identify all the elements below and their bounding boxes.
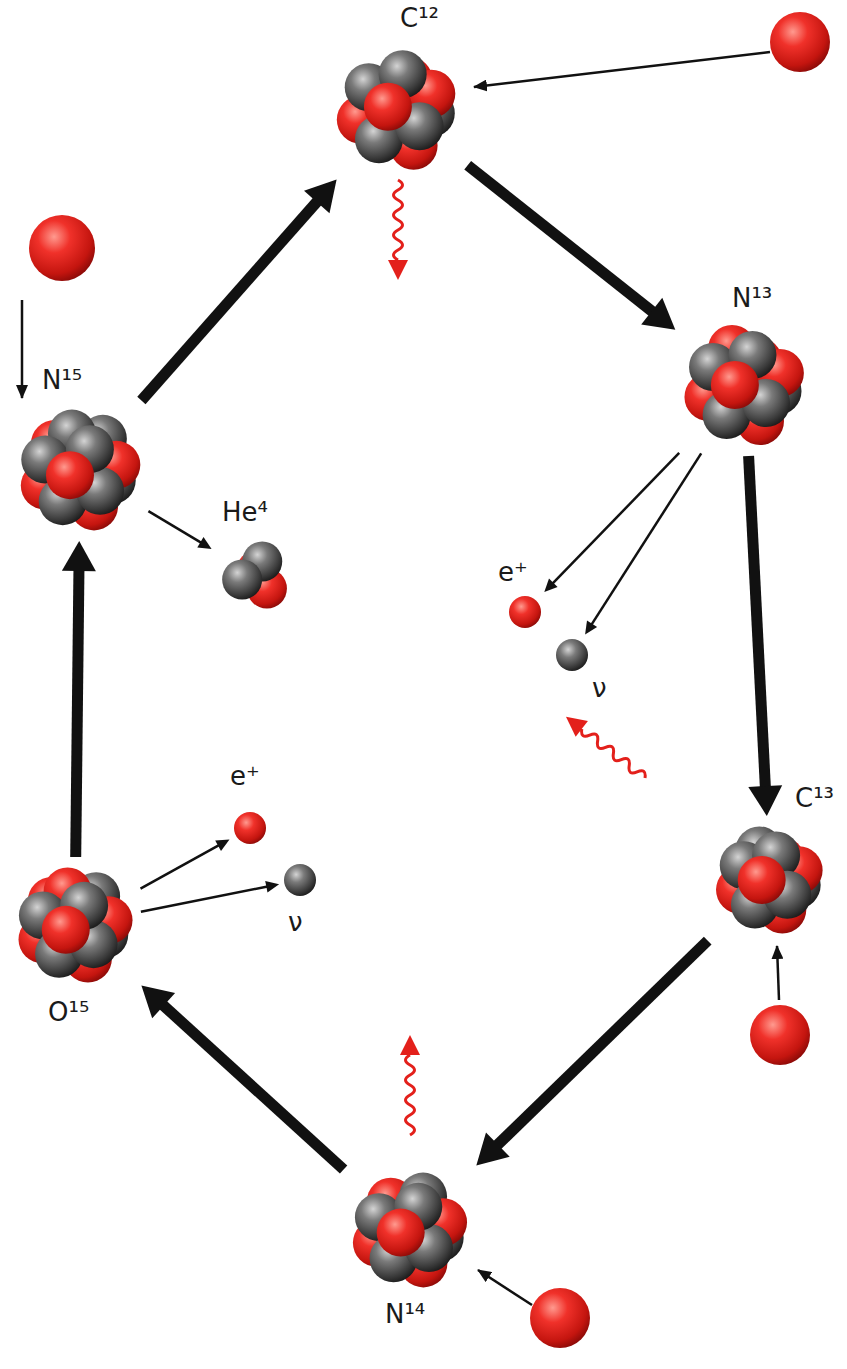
cycle-arrow [476, 941, 707, 1166]
arrow-shaft [159, 1002, 343, 1170]
proton-sphere [377, 1209, 425, 1257]
nucleus-cluster [680, 320, 810, 450]
gamma-ray [388, 180, 408, 280]
arrow-shaft [468, 165, 657, 315]
arrow-head [304, 180, 337, 214]
arrow-head [265, 881, 279, 893]
nucleus-cluster [215, 535, 295, 615]
nucleus-label: He⁴ [222, 498, 268, 527]
particle-ball [283, 863, 317, 897]
nucleus-node: N¹⁵ [15, 405, 145, 535]
emission-arrow [544, 453, 679, 592]
cycle-arrow [62, 541, 96, 857]
particle-ball [508, 595, 542, 629]
particle-sphere [234, 812, 266, 844]
arrow-shaft [76, 565, 79, 857]
particle-ball [233, 811, 267, 845]
cycle-arrow [748, 456, 782, 816]
particle-node: e⁺ [508, 595, 542, 629]
nucleus-cluster [15, 405, 145, 535]
arrow-shaft [494, 941, 708, 1149]
nucleus-label: e⁺ [230, 762, 260, 791]
arrow-head [585, 620, 597, 634]
nucleus-cluster [13, 863, 137, 987]
proton-sphere [364, 83, 412, 131]
arrow-head [215, 839, 229, 851]
nucleus-label: N¹⁵ [42, 366, 82, 395]
proton [750, 1005, 810, 1065]
cycle-arrow [141, 180, 336, 401]
particle-sphere [556, 639, 588, 671]
nucleus-label: O¹⁵ [48, 998, 89, 1027]
nucleus-label: N¹³ [732, 284, 772, 313]
arrow-shaft [141, 198, 320, 401]
nucleus-node: C¹² [333, 45, 463, 175]
particle-node: ν [283, 863, 317, 897]
cycle-arrow [468, 165, 676, 330]
nucleus-node: N¹⁴ [348, 1168, 472, 1292]
proton-sphere [738, 856, 786, 904]
emission-arrow [148, 511, 211, 549]
particle-node: e⁺ [233, 811, 267, 845]
nucleus-label: C¹³ [795, 784, 834, 813]
proton-sphere [46, 451, 94, 499]
nucleus-label: ν [592, 674, 607, 703]
nucleus-node: C¹³ [712, 822, 828, 938]
arrow-shaft [749, 456, 766, 792]
proton [29, 215, 95, 281]
proton [530, 1288, 590, 1348]
arrow-head [141, 986, 175, 1019]
particle-sphere [284, 864, 316, 896]
proton-sphere [711, 361, 759, 409]
emission-arrow [585, 453, 701, 634]
proton-arrow [777, 946, 779, 1000]
nucleus-label: e⁺ [498, 558, 528, 587]
nucleus-node: He⁴ [215, 535, 295, 615]
nucleus-node: O¹⁵ [13, 863, 137, 987]
cycle-arrow [141, 986, 343, 1170]
gamma-ray [560, 709, 651, 786]
proton [770, 12, 830, 72]
arrow-head [544, 579, 557, 593]
proton-sphere [42, 906, 90, 954]
neutron-sphere [222, 560, 262, 600]
arrow-shaft [148, 511, 202, 543]
emission-arrow [141, 881, 279, 912]
arrow-head [748, 785, 782, 816]
proton-arrow [474, 52, 770, 87]
nucleus-label: N¹⁴ [385, 1300, 425, 1329]
proton-arrow [478, 1270, 532, 1305]
nucleus-label: C¹² [400, 4, 439, 33]
emission-arrow [141, 839, 230, 888]
nucleus-cluster [348, 1168, 472, 1292]
particle-node: ν [555, 638, 589, 672]
arrow-head [197, 537, 211, 549]
arrow-head [62, 541, 96, 571]
particle-sphere [509, 596, 541, 628]
nucleus-node: N¹³ [680, 320, 810, 450]
arrow-shaft [591, 453, 702, 626]
nucleus-cluster [333, 45, 463, 175]
particle-ball [555, 638, 589, 672]
nucleus-cluster [712, 822, 828, 938]
proton-arrow [21, 300, 24, 398]
nucleus-label: ν [288, 908, 303, 937]
arrow-head [641, 298, 675, 330]
gamma-ray [400, 1035, 420, 1135]
arrow-shaft [141, 844, 221, 888]
arrow-head [476, 1132, 509, 1165]
arrow-shaft [141, 886, 269, 912]
